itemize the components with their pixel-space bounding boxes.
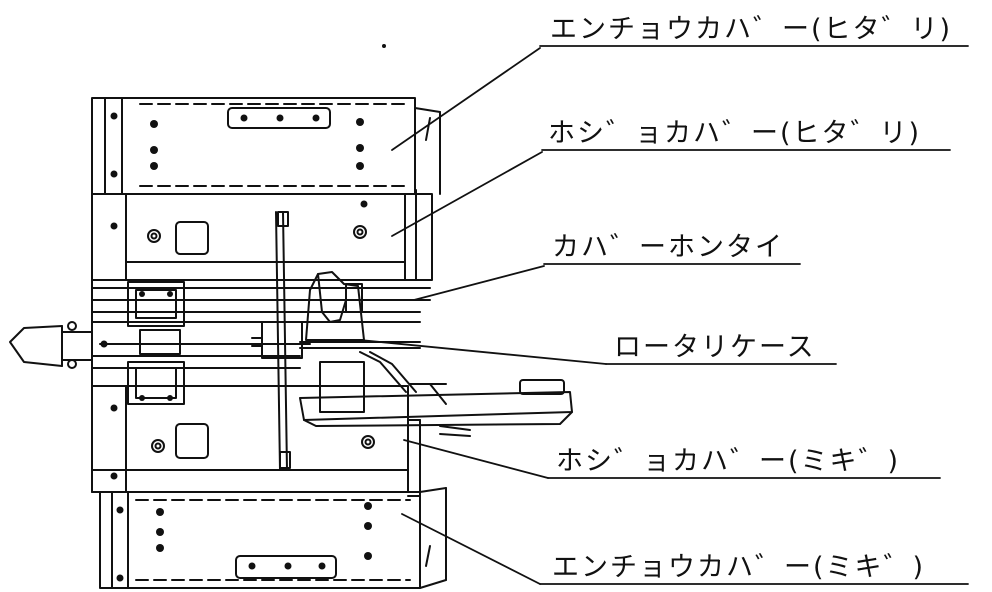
rotary-case-body [299,379,573,437]
label-rotary-case: ロータリケース [614,332,816,363]
bolts [100,44,386,582]
lower-auxiliary-cover [91,385,421,497]
label-cover-body: カハ゛ーホンタイ [552,232,784,263]
control-rod [275,211,291,471]
leader-lines [359,45,969,585]
cover-body [91,279,431,405]
upper-auxiliary-cover [91,189,433,281]
ring-bolts [147,225,375,453]
upper-extension-cover [91,97,441,195]
gearbox [251,271,447,413]
drive-shaft-coupler [9,321,311,369]
label-extension-cover-left: エンチョウカハ゛ー(ヒタ゛リ) [550,14,952,45]
label-auxiliary-cover-left: ホシ゛ョカハ゛ー(ヒタ゛リ) [548,118,921,149]
lower-extension-cover [99,487,447,589]
label-auxiliary-cover-right: ホシ゛ョカハ゛ー(ミキ゛) [556,446,900,477]
label-extension-cover-right: エンチョウカハ゛ー(ミキ゛) [552,552,925,583]
